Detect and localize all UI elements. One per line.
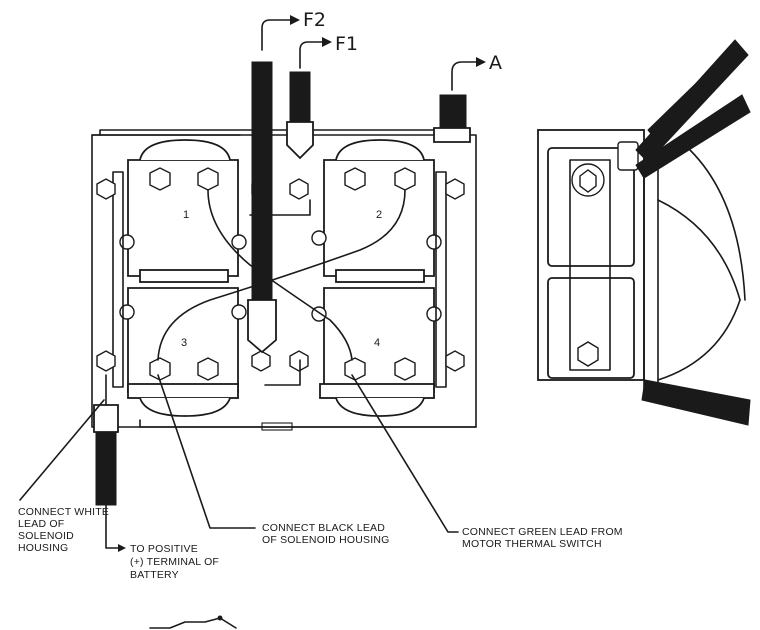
bottom-partial-dot: [217, 615, 223, 621]
solenoid-4-number: 4: [374, 337, 380, 349]
wire-2-to-3: [157, 189, 406, 361]
bottom-ground-wire: [139, 419, 477, 428]
svg-text:CONNECT WHITE: CONNECT WHITE: [18, 506, 109, 518]
svg-text:OF SOLENOID HOUSING: OF SOLENOID HOUSING: [262, 534, 389, 546]
solenoid-2: [311, 139, 442, 283]
svg-text:MOTOR THERMAL SWITCH: MOTOR THERMAL SWITCH: [462, 538, 602, 550]
battery-leader-arrow: [118, 544, 126, 552]
bottom-partial-symbol: [149, 617, 237, 629]
f1-arrowhead: [322, 37, 332, 47]
bus-nut-1: [96, 178, 116, 200]
svg-text:CONNECT BLACK LEAD: CONNECT BLACK LEAD: [262, 522, 385, 534]
f2-arrow-line: [261, 19, 291, 51]
callout-black-lead: CONNECT BLACK LEAD OF SOLENOID HOUSING: [262, 522, 389, 546]
bus-nut-2: [96, 350, 116, 372]
callout-battery: TO POSITIVE (+) TERMINAL OF BATTERY: [130, 543, 219, 581]
a-lug: [433, 127, 471, 143]
green-lead-leader: [351, 374, 459, 533]
solenoid-2-number: 2: [376, 209, 382, 221]
top-bus-wire: [99, 129, 441, 136]
inline-connector: [261, 422, 293, 431]
svg-text:BATTERY: BATTERY: [130, 569, 179, 581]
left-bus-bar: [112, 171, 124, 388]
f1-lug: [286, 121, 314, 160]
f2-arrowhead: [290, 15, 300, 25]
a-label: A: [489, 52, 502, 74]
side-cable-top: [647, 59, 731, 141]
callout-green-lead: CONNECT GREEN LEAD FROM MOTOR THERMAL SW…: [462, 526, 623, 550]
svg-text:(+) TERMINAL OF: (+) TERMINAL OF: [130, 556, 219, 568]
solenoid-1: [119, 139, 247, 283]
f1-label: F1: [335, 33, 358, 55]
center-nut-2: [289, 178, 309, 200]
svg-text:HOUSING: HOUSING: [18, 542, 68, 554]
f2-label: F2: [303, 9, 326, 31]
side-cable-middle: [635, 94, 751, 179]
center-nut-4: [289, 350, 309, 372]
right-bus-bar: [435, 171, 447, 388]
f2-cable: [251, 61, 273, 331]
solenoid-4: [311, 287, 442, 417]
svg-text:LEAD OF: LEAD OF: [18, 518, 64, 530]
f1-cable: [289, 71, 311, 126]
center-nut-3: [251, 350, 271, 372]
solenoid-1-number: 1: [183, 209, 189, 221]
svg-text:TO POSITIVE: TO POSITIVE: [130, 543, 198, 555]
side-cable-lower: [641, 379, 751, 426]
a-arrowhead: [476, 57, 486, 67]
bus-nut-3: [445, 178, 465, 200]
battery-cable: [95, 431, 117, 506]
white-lead-leader: [19, 399, 105, 501]
svg-text:CONNECT GREEN LEAD FROM: CONNECT GREEN LEAD FROM: [462, 526, 623, 538]
battery-lug: [93, 404, 119, 433]
black-lead-leader: [157, 374, 256, 529]
callout-white-lead: CONNECT WHITE LEAD OF SOLENOID HOUSING: [18, 506, 109, 554]
solenoid-3-number: 3: [181, 337, 187, 349]
f2-lug: [247, 299, 277, 354]
a-arrow-line: [451, 61, 477, 91]
f1-arrow-line: [299, 41, 323, 69]
wire-1-to-4: [207, 189, 353, 361]
battery-leader: [105, 504, 121, 549]
bus-nut-4: [445, 350, 465, 372]
center-jumper-bottom: [264, 359, 301, 386]
side-view: [537, 129, 746, 391]
solenoid-3: [119, 287, 247, 417]
a-cable: [439, 94, 467, 129]
svg-text:SOLENOID: SOLENOID: [18, 530, 74, 542]
